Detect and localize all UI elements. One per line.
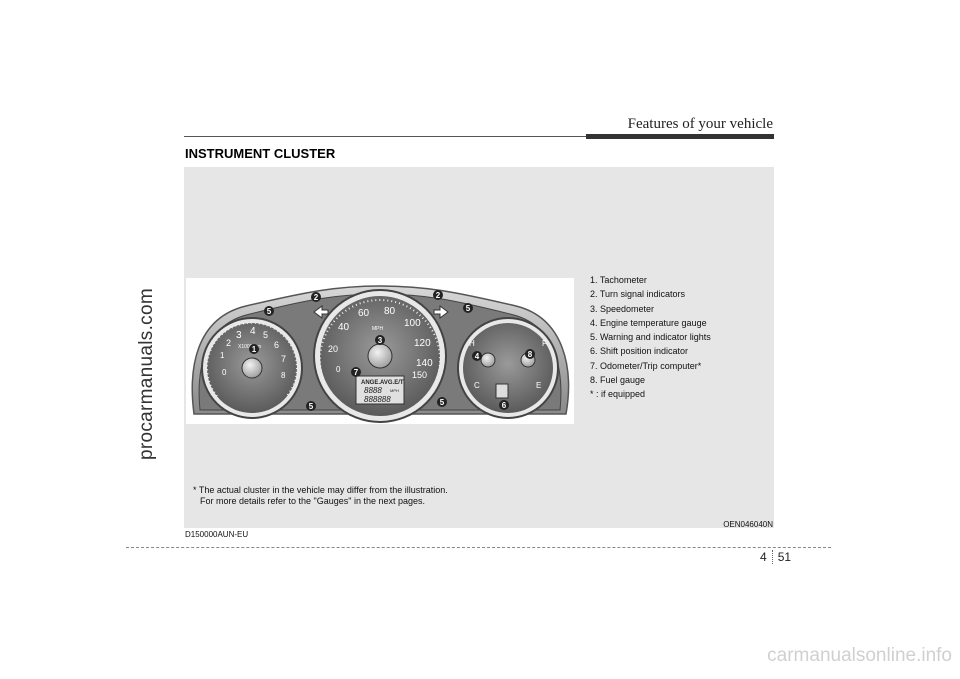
callout-7: 7: [354, 368, 359, 377]
legend-item: 5. Warning and indicator lights: [590, 332, 711, 343]
odometer-text: ANGE.AVG.E/T: [361, 380, 404, 386]
callout-5-bottom-left: 5: [309, 402, 314, 411]
tacho-tick-0: 0: [222, 368, 227, 377]
speedo-tick-0: 0: [336, 365, 341, 374]
header-rule: [184, 136, 774, 137]
legend-item: 6. Shift position indicator: [590, 346, 689, 357]
callout-5-bottom-right: 5: [440, 398, 445, 407]
temp-fuel-gauge: H C F E: [457, 317, 559, 419]
tacho-tick-7: 7: [281, 354, 286, 364]
callout-5-top-right: 5: [466, 304, 471, 313]
temp-hot-label: H: [469, 339, 475, 348]
image-code: OEN046040N: [723, 520, 773, 529]
page-number-separator: [771, 550, 773, 564]
turn-right-arrow-icon: [433, 305, 449, 319]
legend-footnote: * : if equipped: [590, 389, 646, 400]
tacho-tick-1: 1: [220, 351, 225, 360]
callout-2-right: 2: [436, 291, 441, 300]
callout-3: 3: [378, 336, 383, 345]
callout-2-left: 2: [314, 293, 319, 302]
legend-item: 7. Odometer/Trip computer*: [590, 360, 702, 371]
header-rule-accent: [586, 134, 774, 139]
page-number-value: 51: [777, 550, 792, 564]
callout-6: 6: [502, 401, 507, 410]
tacho-tick-2: 2: [226, 338, 231, 348]
callout-8: 8: [528, 350, 533, 359]
odometer-digits: 8888: [364, 386, 382, 395]
illustration-footnote: * The actual cluster in the vehicle may …: [193, 485, 448, 507]
speedometer-gauge: 0 20 40 60 80 100 120 140 150 MPH ANGE.A…: [313, 289, 447, 423]
callout-4: 4: [475, 352, 480, 361]
speedo-tick-80: 80: [384, 306, 396, 317]
legend-item: 8. Fuel gauge: [590, 375, 646, 386]
callout-5-top-left: 5: [267, 307, 272, 316]
legend-item: 4. Engine temperature gauge: [590, 317, 707, 328]
fuel-full-label: F: [542, 339, 547, 348]
legend-list: 1. Tachometer 2. Turn signal indicators …: [590, 273, 711, 402]
speedo-tick-40: 40: [338, 322, 350, 333]
tacho-tick-8: 8: [281, 371, 286, 380]
speedo-tick-20: 20: [328, 344, 338, 354]
tacho-tick-6: 6: [274, 340, 279, 350]
watermark-bottom: carmanualsonline.info: [767, 645, 952, 666]
watermark-left: procarmanuals.com: [136, 210, 166, 460]
tacho-tick-4: 4: [250, 326, 256, 337]
tacho-tick-5: 5: [263, 330, 268, 340]
chapter-number: 4: [760, 550, 767, 564]
temp-cold-label: C: [474, 381, 480, 390]
legend-item: 1. Tachometer: [590, 275, 647, 285]
speedo-tick-60: 60: [358, 308, 370, 319]
speedo-tick-150: 150: [412, 370, 427, 380]
speedo-unit: MPH: [372, 326, 384, 332]
turn-left-arrow-icon: [313, 305, 329, 319]
footnote-line-2: For more details refer to the "Gauges" i…: [200, 496, 426, 506]
legend-item: 3. Speedometer: [590, 303, 655, 314]
section-title: INSTRUMENT CLUSTER: [185, 146, 336, 161]
speedo-tick-140: 140: [416, 358, 433, 369]
page-number: 4 51: [760, 550, 791, 564]
odometer-digits-2: 888888: [364, 395, 391, 404]
instrument-cluster-illustration: 0 1 2 3 4 5 6 7 8 X1000rpm 0 20 40 60 80…: [186, 278, 574, 424]
callout-1: 1: [252, 345, 257, 354]
tacho-tick-3: 3: [236, 330, 242, 341]
document-code: D150000AUN-EU: [185, 530, 249, 539]
tachometer-gauge: 0 1 2 3 4 5 6 7 8 X1000rpm: [201, 317, 303, 419]
odometer-display: [355, 375, 405, 405]
speedo-tick-120: 120: [414, 338, 431, 349]
shift-position-display: [495, 383, 509, 399]
fuel-empty-label: E: [536, 381, 541, 390]
header-title: Features of your vehicle: [627, 116, 773, 132]
footer-rule: [126, 547, 831, 548]
odometer-unit: MPH: [390, 388, 399, 393]
watermark-left-text: procarmanuals.com: [136, 288, 157, 460]
speedo-tick-100: 100: [404, 318, 421, 329]
legend-item: 2. Turn signal indicators: [590, 289, 686, 300]
footnote-line-1: * The actual cluster in the vehicle may …: [193, 485, 448, 495]
